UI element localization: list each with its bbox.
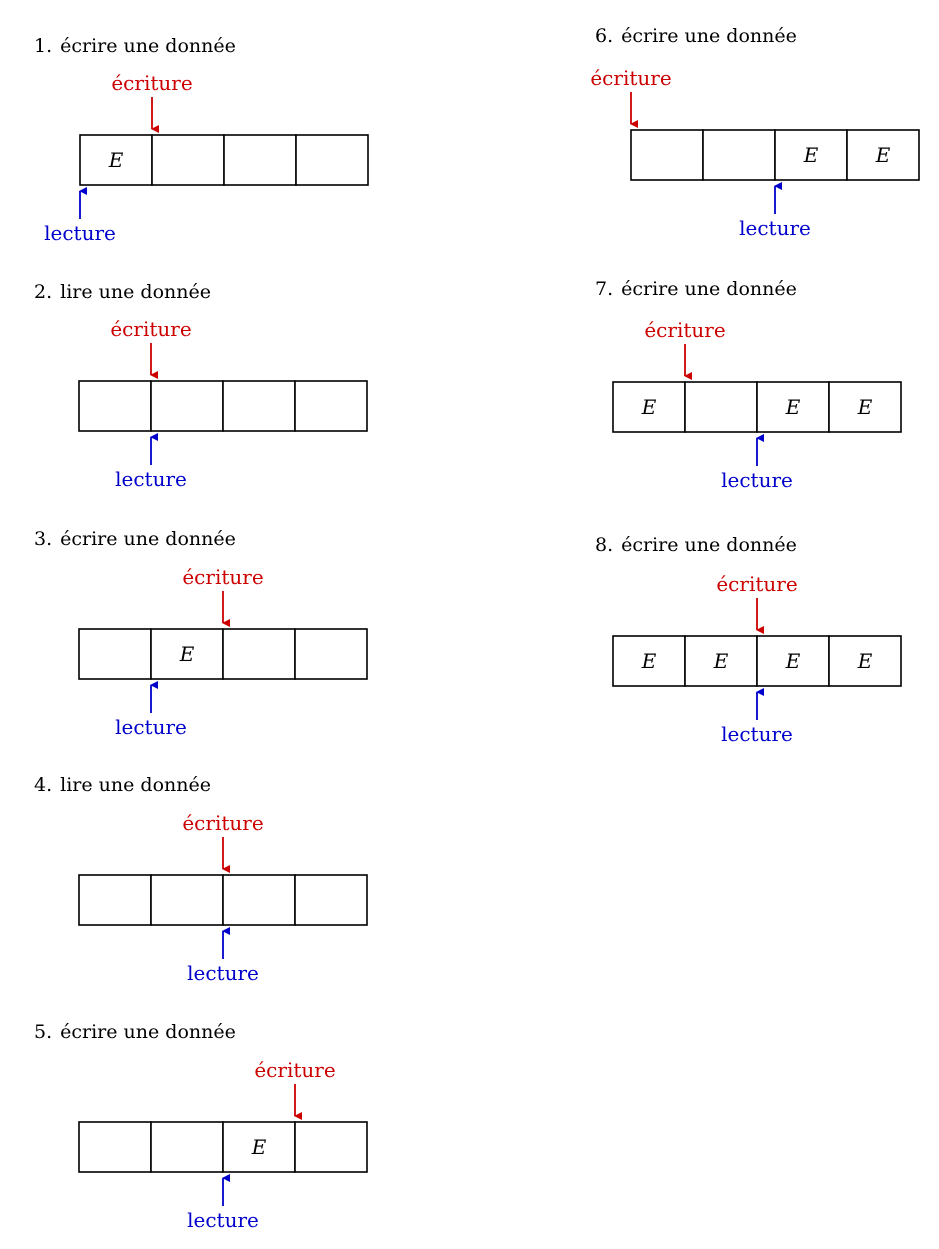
buffer-cell — [828, 635, 902, 687]
cell-value: E — [875, 143, 891, 167]
cell-value: E — [857, 395, 873, 419]
buffer-cell — [79, 134, 153, 186]
write-pointer-label: écriture — [111, 71, 192, 95]
step-action: lire une donnée — [60, 774, 211, 796]
cell-value: E — [251, 1135, 267, 1159]
buffer-cell — [222, 874, 296, 926]
buffer-cell — [294, 874, 368, 926]
step-title: 5. écrire une donnée — [34, 1021, 236, 1043]
cell-value: E — [641, 649, 657, 673]
cell-value: E — [108, 148, 124, 172]
buffer-cell — [294, 380, 368, 432]
cell-value: E — [179, 642, 195, 666]
buffer-cell — [294, 628, 368, 680]
step-number: 7. — [595, 278, 613, 300]
write-pointer-label: écriture — [644, 318, 725, 342]
write-pointer-label: écriture — [182, 565, 263, 589]
buffer-cell — [756, 635, 830, 687]
buffer-cell — [774, 129, 848, 181]
step-action: écrire une donnée — [621, 25, 797, 47]
read-pointer-label: lecture — [187, 961, 259, 985]
read-pointer-label: lecture — [44, 221, 116, 245]
step-title: 1. écrire une donnée — [34, 35, 236, 57]
read-pointer-label: lecture — [115, 715, 187, 739]
buffer-cell — [78, 1121, 152, 1173]
cell-value: E — [785, 395, 801, 419]
write-pointer-label: écriture — [182, 811, 263, 835]
buffer-cell — [151, 134, 225, 186]
step-number: 5. — [34, 1021, 52, 1043]
buffer-cell — [756, 381, 830, 433]
buffer-cell — [150, 1121, 224, 1173]
step-number: 8. — [595, 534, 613, 556]
buffer-cell — [150, 380, 224, 432]
buffer-cell — [295, 134, 369, 186]
step-4: 4. lire une donnée écriture lecture — [34, 774, 368, 985]
buffer-cell — [612, 381, 686, 433]
step-title: 2. lire une donnée — [34, 281, 211, 303]
step-title: 3. écrire une donnée — [34, 528, 236, 550]
step-title: 4. lire une donnée — [34, 774, 211, 796]
step-title: 6. écrire une donnée — [595, 25, 797, 47]
buffer-cell — [78, 874, 152, 926]
read-pointer-label: lecture — [115, 467, 187, 491]
buffer-cell — [222, 628, 296, 680]
step-title: 7. écrire une donnée — [595, 278, 797, 300]
write-pointer-label: écriture — [590, 66, 671, 90]
read-pointer-label: lecture — [187, 1208, 259, 1232]
buffer-cell — [630, 129, 704, 181]
cell-value: E — [803, 143, 819, 167]
buffer-cell — [78, 380, 152, 432]
step-number: 3. — [34, 528, 52, 550]
read-pointer-label: lecture — [721, 468, 793, 492]
step-number: 4. — [34, 774, 52, 796]
step-action: écrire une donnée — [60, 35, 236, 57]
step-action: écrire une donnée — [621, 278, 797, 300]
step-action: écrire une donnée — [60, 528, 236, 550]
cell-value: E — [641, 395, 657, 419]
buffer-cell — [294, 1121, 368, 1173]
step-number: 2. — [34, 281, 52, 303]
buffer-cell — [702, 129, 776, 181]
buffer-cell — [78, 628, 152, 680]
cell-value: E — [713, 649, 729, 673]
buffer-cell — [828, 381, 902, 433]
cell-value: E — [785, 649, 801, 673]
step-action: écrire une donnée — [60, 1021, 236, 1043]
buffer-cell — [150, 628, 224, 680]
step-action: écrire une donnée — [621, 534, 797, 556]
read-pointer-label: lecture — [721, 722, 793, 746]
write-pointer-label: écriture — [110, 317, 191, 341]
buffer-cell — [684, 381, 758, 433]
step-2: 2. lire une donnée écriture lecture — [34, 281, 368, 491]
step-number: 1. — [34, 35, 52, 57]
step-title: 8. écrire une donnée — [595, 534, 797, 556]
buffer-cell — [150, 874, 224, 926]
write-pointer-label: écriture — [716, 572, 797, 596]
cell-value: E — [857, 649, 873, 673]
step-action: lire une donnée — [60, 281, 211, 303]
buffer-cell — [223, 134, 297, 186]
read-pointer-label: lecture — [739, 216, 811, 240]
write-pointer-label: écriture — [254, 1058, 335, 1082]
buffer-cell — [684, 635, 758, 687]
step-number: 6. — [595, 25, 613, 47]
buffer-cell — [846, 129, 920, 181]
buffer-cell — [222, 380, 296, 432]
